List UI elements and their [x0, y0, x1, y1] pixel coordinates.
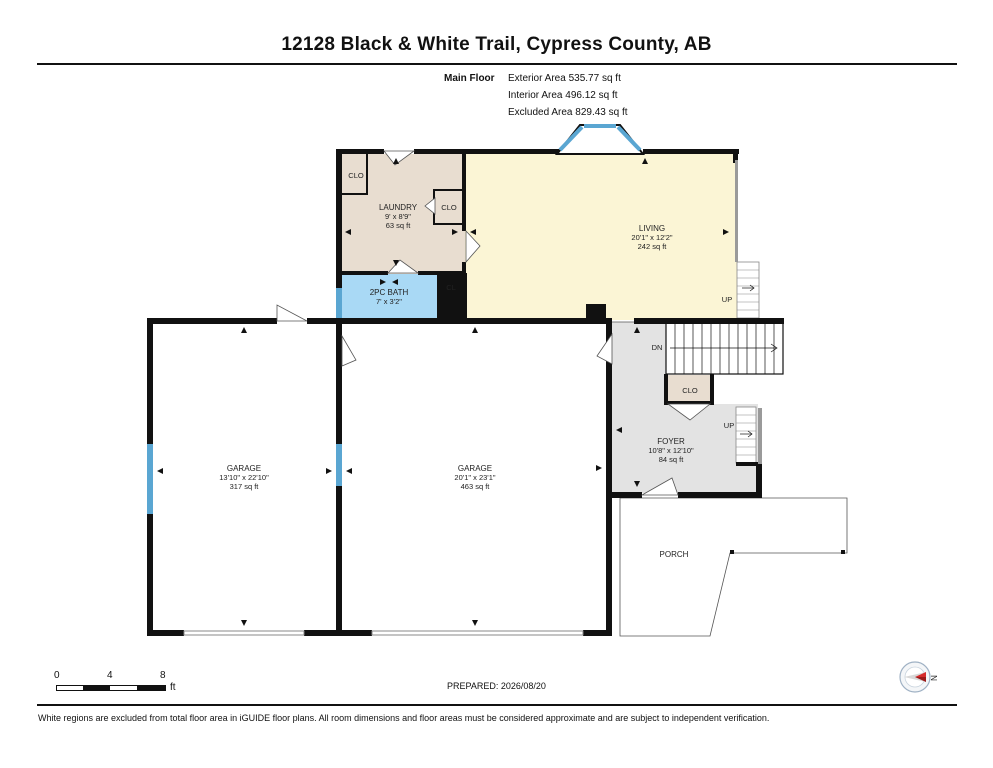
laundry-name: LAUNDRY — [379, 203, 418, 212]
bath-dims: 7' x 3'2" — [376, 297, 402, 306]
scale-tick-0: 0 — [54, 670, 60, 681]
excluded-area: Excluded Area 829.43 sq ft — [508, 107, 628, 118]
dimension-ticks — [157, 158, 729, 626]
porch-post — [841, 550, 845, 554]
garage-left-area: 317 sq ft — [230, 482, 260, 491]
compass-north-label: N — [929, 675, 938, 681]
exterior-edges — [735, 160, 762, 464]
floor-name: Main Floor — [444, 73, 495, 84]
porch-name: PORCH — [660, 550, 689, 559]
stairs-down-label: DN — [652, 343, 663, 352]
porch-outline — [619, 497, 848, 637]
garage-right-dims: 20'1" x 23'1" — [454, 473, 495, 482]
porch-post — [730, 550, 734, 554]
stairs-up-living — [736, 261, 760, 319]
exterior-area: Exterior Area 535.77 sq ft — [508, 73, 621, 84]
garage-doors — [183, 630, 584, 636]
page-title: 12128 Black & White Trail, Cypress Count… — [281, 34, 712, 55]
laundry-area: 63 sq ft — [386, 221, 412, 230]
foyer-closet-label: CLO — [682, 386, 698, 395]
stairs-up-foyer — [735, 406, 757, 464]
bath-fill — [340, 274, 437, 319]
disclaimer-text: White regions are excluded from total fl… — [38, 713, 770, 723]
garage-right-name: GARAGE — [458, 464, 492, 473]
foyer-name: FOYER — [657, 437, 685, 446]
bath-name: 2PC BATH — [370, 288, 409, 297]
living-area: 242 sq ft — [638, 242, 668, 251]
living-dims: 20'1" x 12'2" — [631, 233, 672, 242]
scale-unit: ft — [170, 682, 176, 693]
foyer-dims: 10'8" x 12'10" — [648, 446, 694, 455]
small-closet-label: CL — [446, 283, 456, 292]
garage-left-dims: 13'10" x 22'10" — [219, 473, 269, 482]
foyer-area: 84 sq ft — [659, 455, 685, 464]
inner-closet-label: CLO — [441, 203, 457, 212]
interior-area: Interior Area 496.12 sq ft — [508, 90, 618, 101]
stairs-up-living-label: UP — [722, 295, 732, 304]
windows — [147, 288, 342, 514]
scale-tick-8: 8 — [160, 670, 166, 681]
prepared-date: PREPARED: 2026/08/20 — [447, 681, 546, 691]
stairs-down — [665, 321, 784, 375]
garage-left-name: GARAGE — [227, 464, 261, 473]
scale-bar-graphic — [56, 685, 166, 691]
garage-right-area: 463 sq ft — [461, 482, 491, 491]
header-rule — [37, 63, 957, 65]
laundry-closet-fill — [343, 157, 368, 195]
scale-bar: 0 4 8 ft — [52, 670, 192, 700]
compass-icon: N — [899, 661, 938, 693]
room-labels: LAUNDRY 9' x 8'9" 63 sq ft LIVING 20'1" … — [219, 171, 734, 559]
laundry-closet-label: CLO — [348, 171, 364, 180]
living-name: LIVING — [639, 224, 665, 233]
bay-window — [554, 124, 646, 155]
door-swings — [276, 150, 712, 496]
footer-rule — [37, 704, 957, 706]
area-lines: Exterior Area 535.77 sq ft Interior Area… — [508, 70, 628, 121]
living-fill — [465, 154, 737, 320]
stairs-up-foyer-label: UP — [724, 421, 734, 430]
scale-tick-4: 4 — [107, 670, 113, 681]
foyer-closet-fill — [668, 375, 713, 405]
laundry-dims: 9' x 8'9" — [385, 212, 411, 221]
